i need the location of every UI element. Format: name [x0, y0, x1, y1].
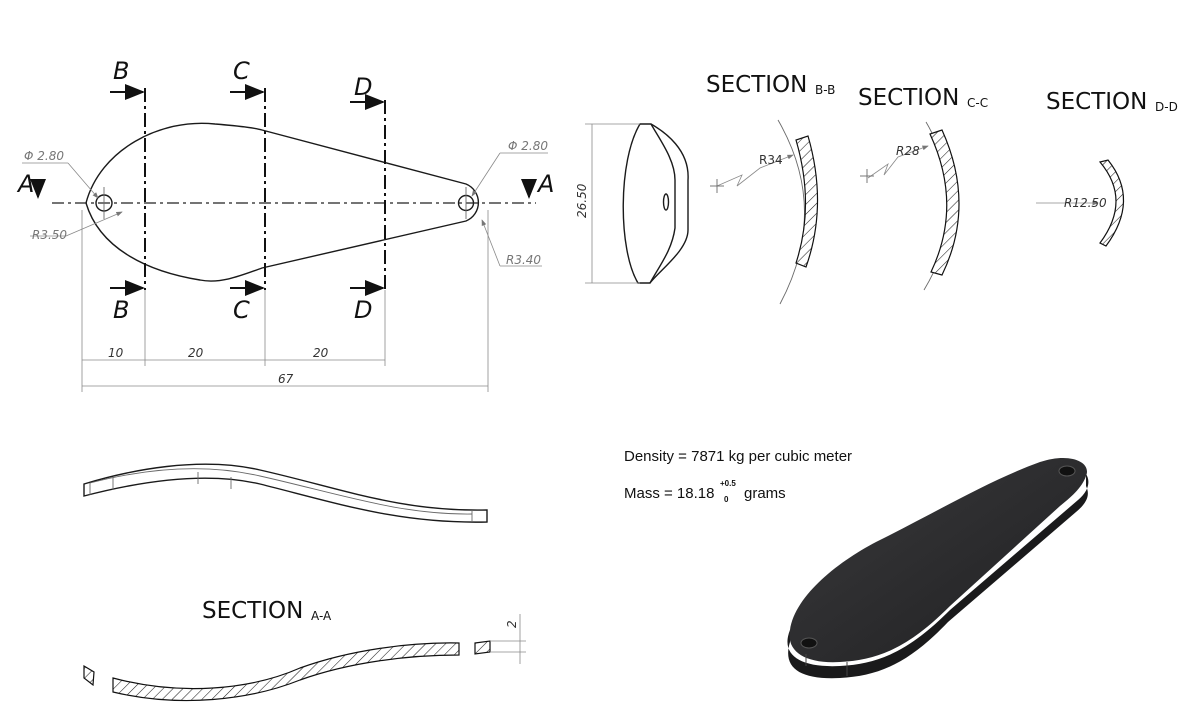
mass-suffix: grams [744, 485, 786, 502]
section-bb-radius: R34 [759, 153, 783, 167]
end-view-hole [662, 193, 670, 211]
section-dd-sub: D-D [1155, 100, 1178, 114]
leader-dia-left [67, 162, 99, 199]
section-cc-leader [867, 145, 929, 179]
mass-prefix: Mass = 18.18 [624, 485, 714, 502]
section-cc-profile [929, 129, 960, 276]
label-a-left: A [16, 170, 34, 198]
dim-seg-2: 20 [188, 346, 204, 360]
section-cc-title: SECTION [858, 85, 959, 111]
section-aa-right-piece [474, 640, 491, 655]
top-view: B B C C D D A A Φ 2.80 R3.50 Φ 2.80 R3.4… [16, 57, 554, 392]
side-view [83, 463, 488, 523]
dim-dia-right: Φ 2.80 [508, 139, 548, 153]
section-aa-profile [112, 642, 460, 702]
section-cc-sub: C-C [967, 96, 988, 110]
side-view-edge [89, 468, 473, 515]
section-bb-arc [777, 119, 805, 305]
dim-seg-1: 10 [108, 346, 124, 360]
mass-tol-lower: 0 [724, 495, 729, 504]
section-cc-radius: R28 [896, 144, 920, 158]
section-bb-profile [795, 135, 819, 268]
section-dd-profile [1098, 159, 1125, 247]
label-a-right: A [536, 170, 554, 198]
label-b-top: B [113, 57, 129, 85]
section-bb-leader [716, 154, 794, 187]
leader-r-left [65, 211, 123, 237]
mass-properties: Density = 7871 kg per cubic meter Mass =… [624, 448, 852, 504]
dim-r-left: R3.50 [32, 228, 67, 242]
render-hole-right [1058, 465, 1076, 477]
section-dd-radius: R12.50 [1064, 196, 1107, 210]
dim-r-right: R3.40 [506, 253, 541, 267]
section-dd-title: SECTION [1046, 89, 1147, 115]
section-bb-sub: B-B [815, 83, 835, 97]
section-aa: SECTION A-A 2 [83, 598, 526, 702]
label-c-top: C [233, 57, 250, 85]
render-top-face [789, 457, 1087, 663]
section-aa-title: SECTION [202, 598, 303, 624]
part-3d-render [787, 457, 1089, 679]
density-text: Density = 7871 kg per cubic meter [624, 448, 852, 465]
leader-r-right [481, 219, 501, 267]
dim-height: 26.50 [575, 183, 589, 218]
section-bb: SECTION B-B R34 [706, 72, 835, 305]
label-c-bottom: C [233, 296, 250, 324]
label-d-bottom: D [354, 296, 372, 324]
section-cc: SECTION C-C R28 [858, 85, 988, 291]
section-aa-sub: A-A [311, 609, 332, 623]
render-hole-left [800, 637, 818, 649]
end-view-inner [649, 123, 676, 284]
end-view: 26.50 [575, 123, 689, 284]
label-b-bottom: B [113, 296, 129, 324]
section-bb-title: SECTION [706, 72, 807, 98]
label-d-top: D [354, 73, 372, 101]
end-view-outline [622, 123, 689, 284]
section-dd: SECTION D-D R12.50 [1036, 89, 1178, 247]
section-aa-left-piece [83, 664, 95, 687]
side-view-outline [83, 463, 488, 523]
leader-dia-right [471, 152, 501, 197]
dim-thickness: 2 [505, 620, 519, 628]
dim-dia-left: Φ 2.80 [24, 149, 64, 163]
dim-overall: 67 [278, 372, 294, 386]
mass-tol-upper: +0.5 [720, 479, 736, 488]
part-outline [85, 122, 480, 282]
dim-seg-3: 20 [313, 346, 329, 360]
